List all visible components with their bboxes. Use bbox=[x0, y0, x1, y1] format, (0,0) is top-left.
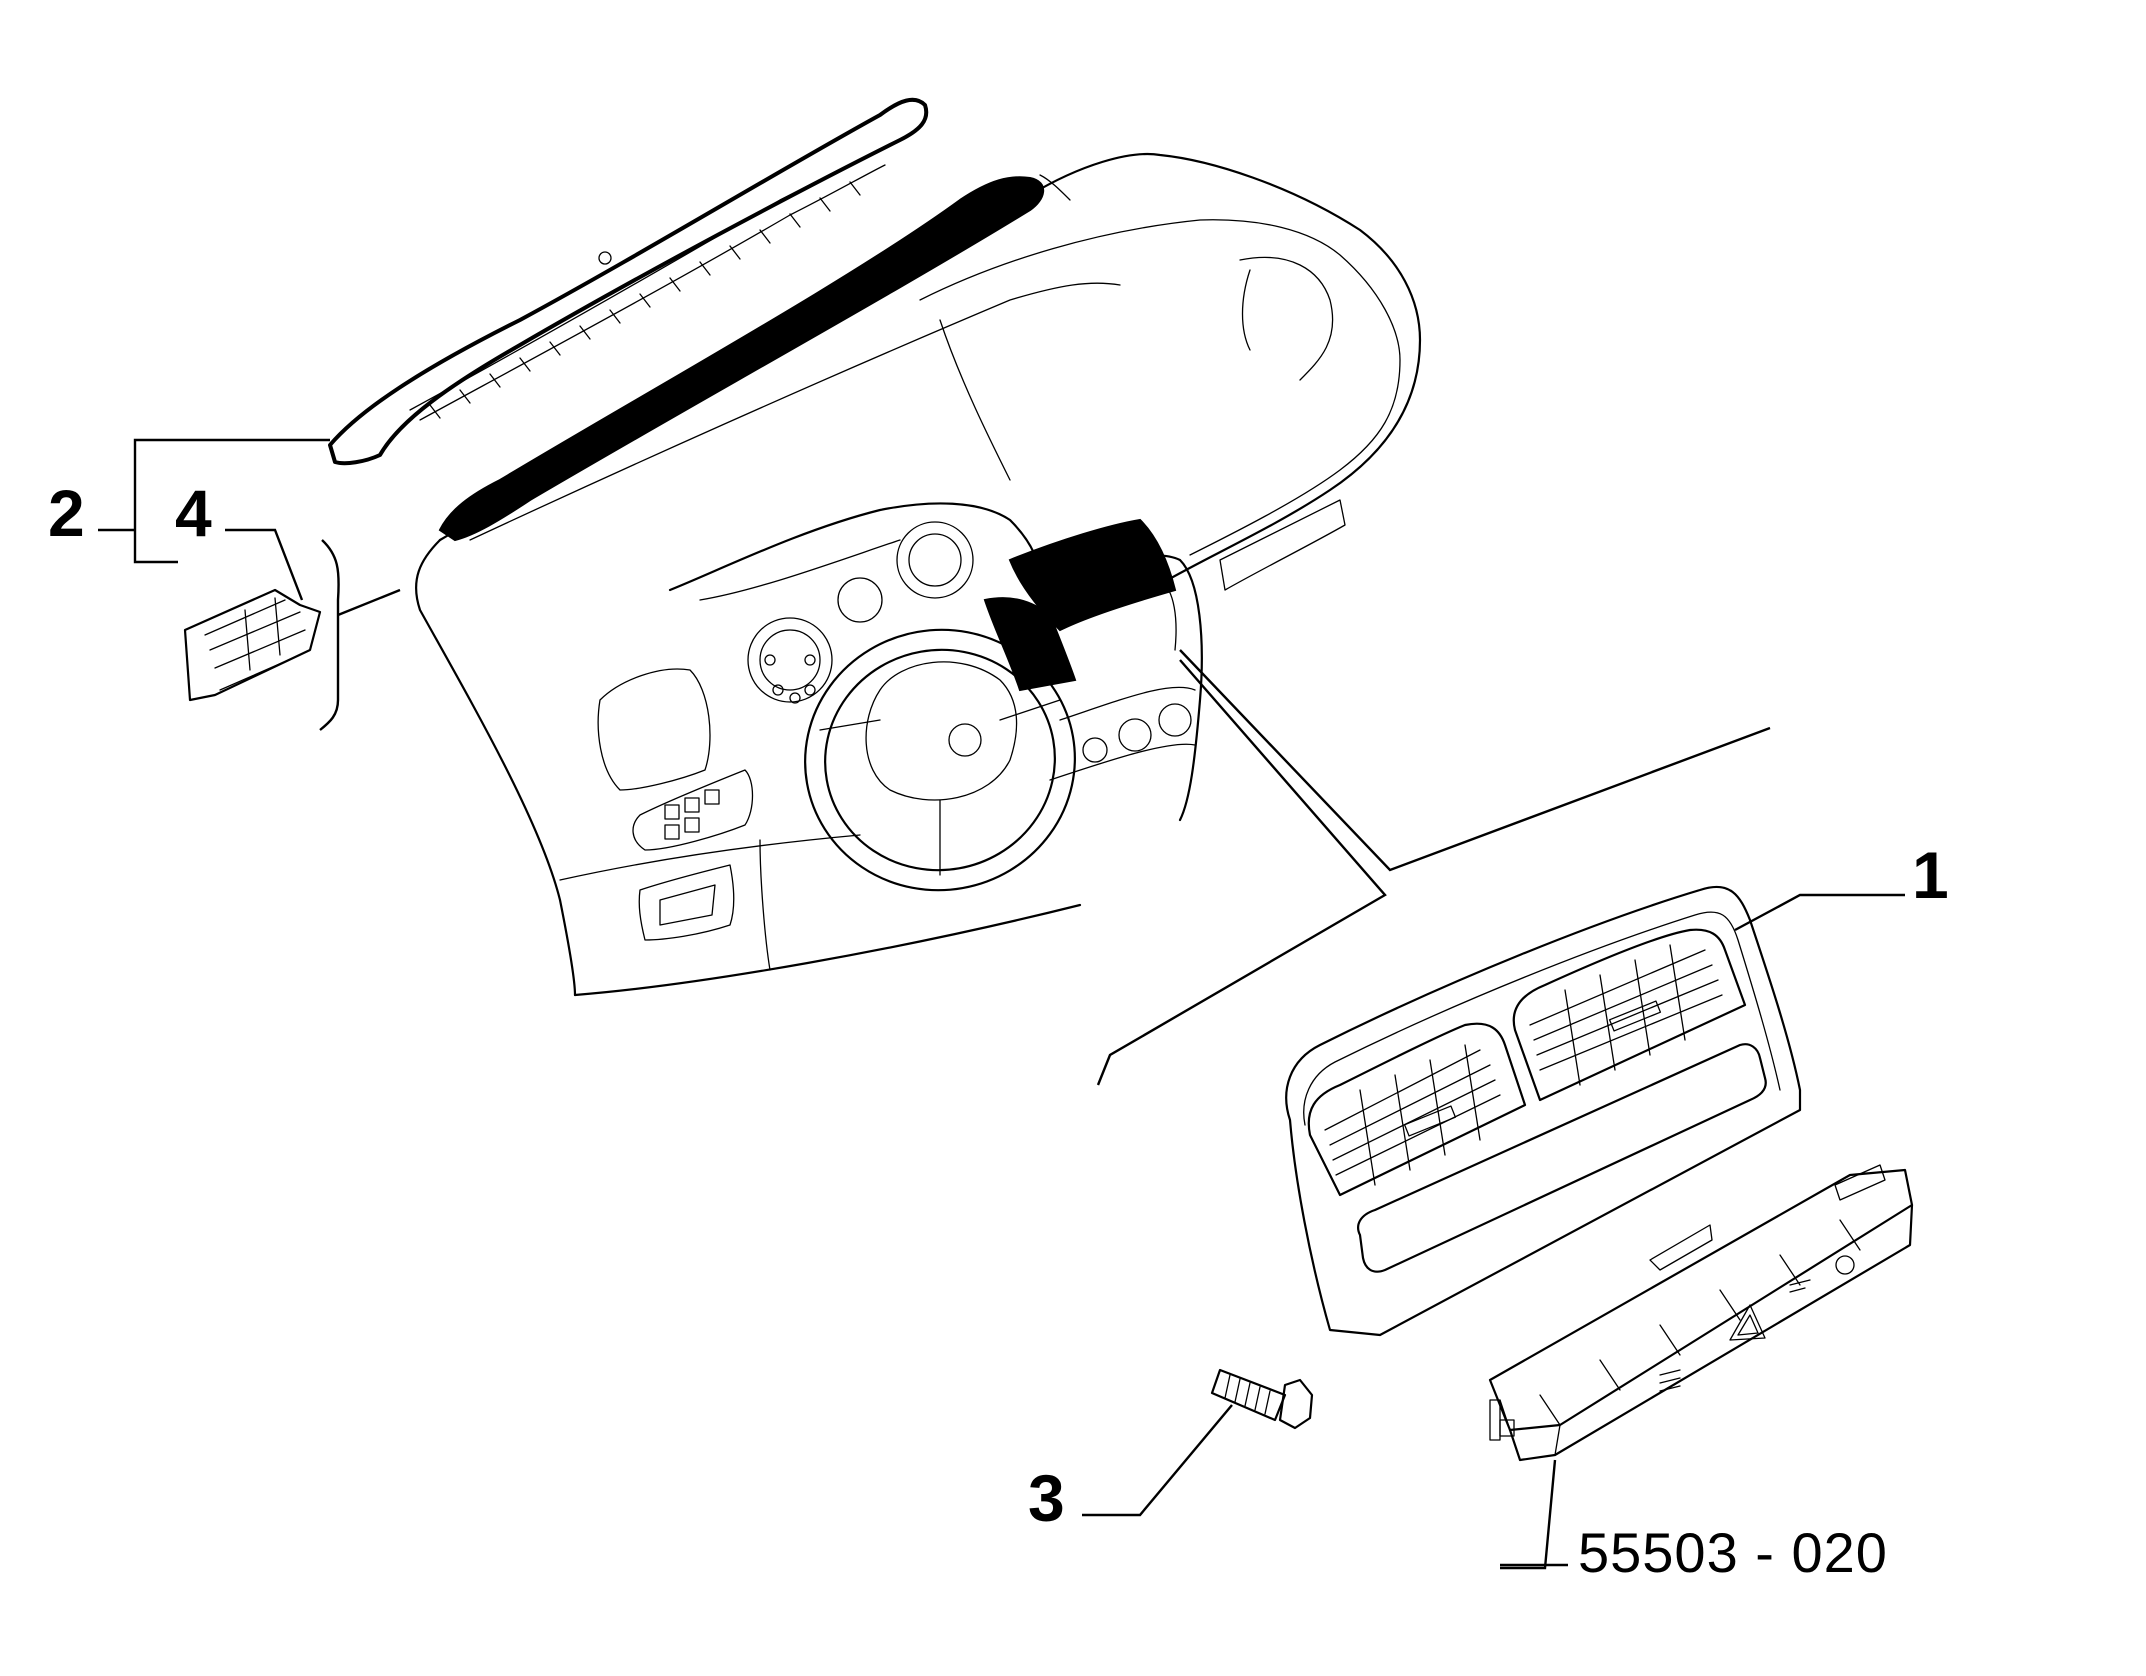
part-1-centre-vent-bezel bbox=[1285, 885, 1802, 1337]
instrument-cluster bbox=[747, 521, 974, 704]
door-switch-panel bbox=[632, 769, 754, 851]
callout-4: 4 bbox=[175, 476, 212, 550]
callout-1: 1 bbox=[1912, 838, 1949, 912]
diagram-reference-code: 55503 - 020 bbox=[1578, 1521, 1888, 1584]
heater-controls bbox=[1049, 686, 1196, 781]
callout-3: 3 bbox=[1028, 1461, 1065, 1535]
part-2-defroster-grille bbox=[328, 97, 929, 466]
part-3-screw bbox=[1210, 1368, 1314, 1430]
part-4-clip bbox=[183, 588, 322, 702]
steering-wheel bbox=[804, 628, 1076, 892]
leader-lines bbox=[98, 438, 1905, 1570]
callout-2: 2 bbox=[48, 476, 85, 550]
dashboard bbox=[415, 153, 1422, 997]
switch-module bbox=[1488, 1164, 1914, 1462]
